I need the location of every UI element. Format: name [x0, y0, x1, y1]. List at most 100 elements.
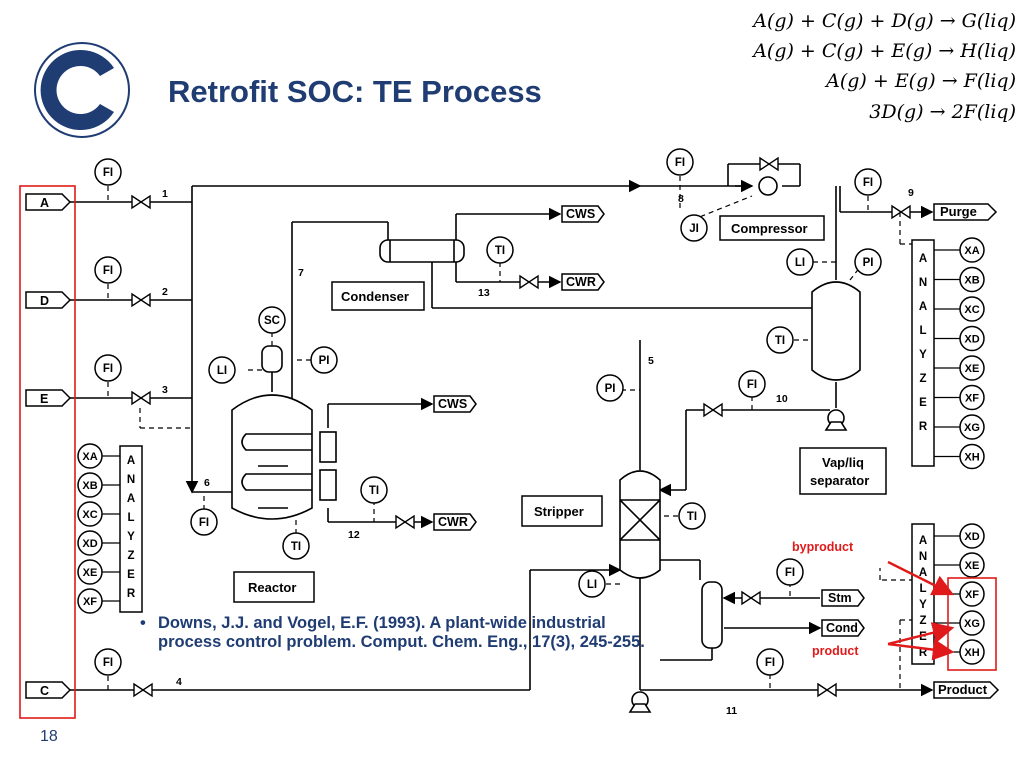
bullet: •: [140, 614, 146, 632]
feed-highlight-box: [19, 185, 76, 719]
analyzer-2-bubble: [77, 530, 103, 556]
page-title: Retrofit SOC: TE Process: [168, 74, 542, 109]
pi-stripper: PI: [605, 383, 616, 395]
stream-1: 1: [162, 188, 168, 200]
cws-label-2: CWS: [438, 397, 467, 411]
fi-4: FI: [103, 657, 113, 669]
analyzer-3-letter: R: [919, 647, 928, 659]
citation: • Downs, J.J. and Vogel, E.F. (1993). A …: [140, 614, 660, 652]
analyzer-2-bubble: [77, 443, 103, 469]
analyzer-3-letter: A: [919, 535, 927, 547]
analyzer-1-point: XA: [964, 245, 979, 257]
analyzer-2-point: XE: [83, 567, 98, 579]
analyzer-1-letter: Z: [127, 550, 134, 562]
fi-6: FI: [199, 517, 209, 529]
analyzer-1-letter: A: [127, 493, 135, 505]
stream-13: 13: [478, 287, 490, 299]
cwr-label: CWR: [566, 275, 596, 289]
analyzer-1-bubble: [959, 266, 985, 293]
analyzer-1-point: XC: [964, 304, 979, 316]
stream-2: 2: [162, 286, 168, 298]
analyzer-2-letter: A: [919, 253, 927, 265]
analyzer-3-point: XE: [965, 560, 980, 572]
analyzer-2-point: XA: [82, 451, 97, 463]
analyzer-3-bubble: [959, 610, 985, 636]
stream-11: 11: [726, 705, 737, 717]
citation-text: Downs, J.J. and Vogel, E.F. (1993). A pl…: [158, 614, 645, 651]
analyzer-1-point: XE: [965, 363, 980, 375]
analyzer-1-bubble: [959, 384, 985, 411]
product-annotation: product: [812, 644, 859, 658]
stream-7: 7: [298, 267, 304, 279]
analyzer-2-point: XC: [82, 509, 97, 521]
ti-reactor: TI: [291, 541, 301, 553]
analyzer-2-letter: Y: [919, 349, 927, 361]
sc: SC: [264, 315, 280, 327]
analyzer-3-bubble: [959, 639, 985, 665]
stream-9: 9: [908, 187, 914, 199]
logo-line1: Cranfield: [66, 73, 112, 85]
feed-a-label: A: [40, 196, 49, 210]
separator-label-2: separator: [810, 473, 869, 488]
reactor-label: Reactor: [248, 580, 296, 595]
condenser-label: Condenser: [341, 289, 409, 304]
analyzer-3-point: XF: [965, 589, 979, 601]
analyzer-3-bubble: [959, 552, 985, 578]
compressor-label: Compressor: [731, 221, 808, 236]
fi-9: FI: [863, 177, 873, 189]
ti-cond: TI: [495, 245, 505, 257]
stream-4: 4: [176, 676, 182, 688]
analyzer-3-bubble: [959, 581, 985, 607]
analyzer-2-letter: L: [919, 325, 926, 337]
feed-e-label: E: [40, 392, 48, 406]
fi-stm: FI: [785, 567, 795, 579]
analyzer-2-point: XD: [82, 538, 97, 550]
analyzer-2-bubble: [77, 559, 103, 585]
analyzer-3-letter: E: [919, 631, 927, 643]
analyzer-1-bubble: [959, 443, 985, 470]
analyzer-2-letter: A: [919, 301, 927, 313]
analyzer-1-bubble: [959, 296, 985, 322]
analyzer-3-letter: L: [919, 583, 926, 595]
logo-line3: Power: [68, 97, 89, 104]
analyzer-1-letter: A: [127, 455, 135, 467]
stream-5: 5: [648, 355, 654, 367]
stm-label: Stm: [828, 591, 852, 605]
analyzer-3-letter: N: [919, 551, 927, 563]
analyzer-1-point: XB: [964, 275, 979, 287]
feed-c-label: C: [40, 684, 49, 698]
ti-sep: TI: [775, 335, 785, 347]
analyzer-1-point: XG: [964, 422, 980, 434]
analyzer-3-letter: A: [919, 567, 927, 579]
analyzer-1-bubble: [959, 325, 985, 352]
equation-3: A(g) + E(g) → F(liq): [826, 70, 1016, 92]
separator-label-1: Vap/liq: [822, 455, 864, 470]
analyzer-1-letter: E: [127, 569, 135, 581]
analyzer-1-bubble: [959, 237, 985, 263]
analyzer-1-letter: R: [127, 588, 136, 600]
analyzer-3-point: XG: [964, 618, 980, 630]
purge-label: Purge: [940, 204, 977, 219]
analyzer-1-letter: L: [127, 512, 134, 524]
fi-2: FI: [103, 265, 113, 277]
fi-10: FI: [747, 379, 757, 391]
ji: JI: [689, 223, 699, 235]
li-stripper: LI: [587, 579, 597, 591]
analyzer-1-point: XH: [964, 452, 979, 464]
analyzer-1-letter: Y: [127, 531, 135, 543]
fi-8: FI: [675, 157, 685, 169]
analyzer-1-point: XD: [964, 334, 979, 346]
analyzer-3-point: XH: [964, 647, 979, 659]
analyzer-2-point: XF: [83, 596, 97, 608]
stream-12: 12: [348, 529, 360, 541]
pi-reactor: PI: [319, 355, 330, 367]
pi-sep: PI: [863, 257, 874, 269]
stream-6: 6: [204, 477, 210, 489]
analyzer-2-bubble: [77, 501, 103, 527]
cond-label: Cond: [826, 621, 858, 635]
